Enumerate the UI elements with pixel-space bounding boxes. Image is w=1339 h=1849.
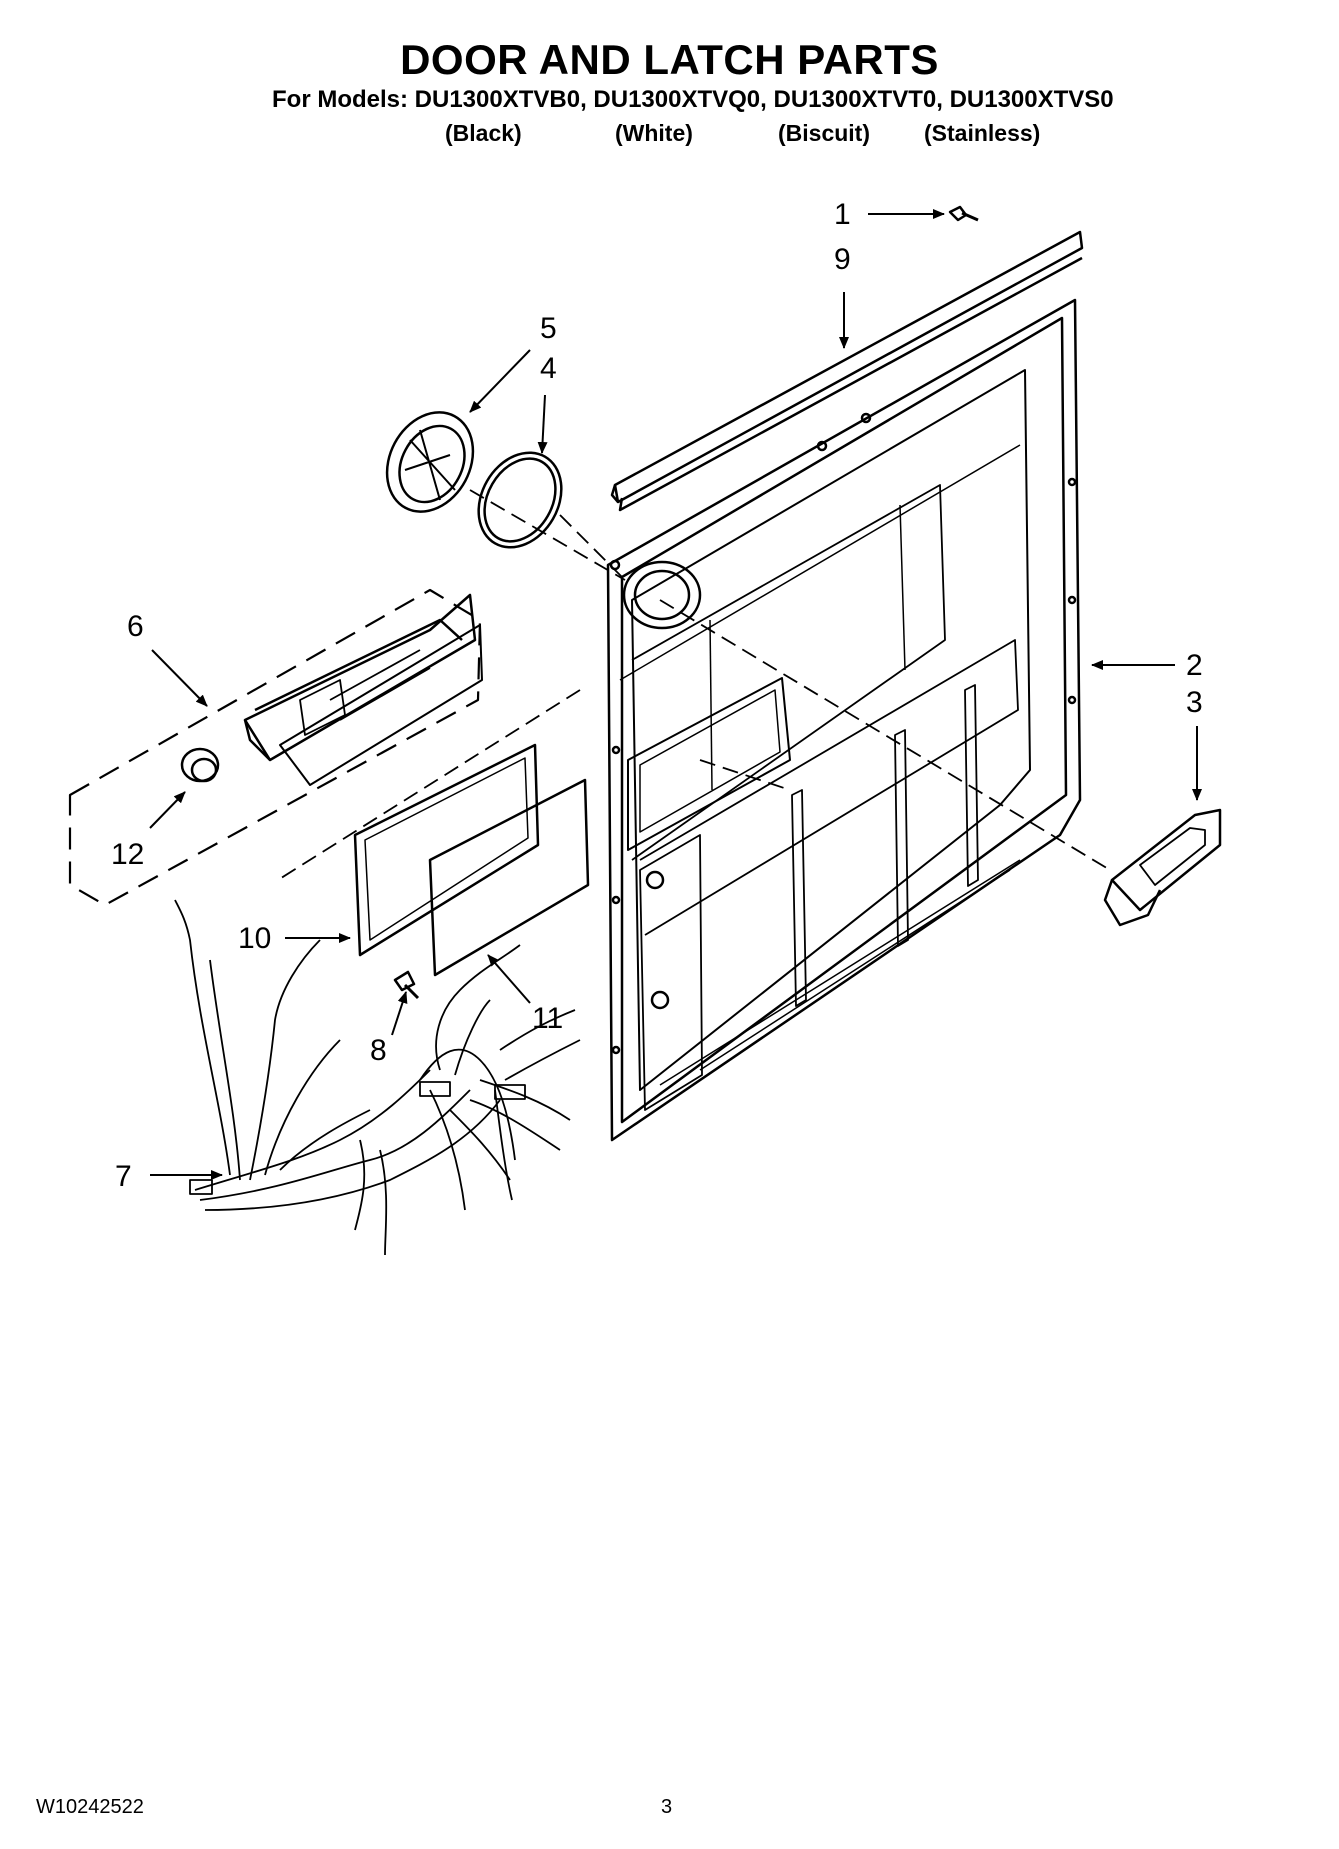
callout-3: 3 <box>1186 686 1203 719</box>
page-number: 3 <box>661 1796 673 1818</box>
assembly-leader-lines <box>277 489 1111 881</box>
callout-11: 11 <box>532 1002 563 1035</box>
callout-8: 8 <box>370 1034 387 1067</box>
vent-gasket <box>477 451 563 549</box>
document-number: W10242522 <box>36 1796 144 1818</box>
callout-5: 5 <box>540 312 557 345</box>
models-line: For Models: DU1300XTVB0, DU1300XTVQ0, DU… <box>272 86 1114 113</box>
dispenser-dashed-outline <box>68 588 482 907</box>
variant-stainless: (Stainless) <box>924 120 1041 146</box>
door-latch <box>1103 808 1222 927</box>
callout-1: 1 <box>834 198 851 231</box>
vent-cover <box>385 411 475 513</box>
variant-black: (Black) <box>445 120 522 146</box>
callout-10: 10 <box>238 922 271 955</box>
variant-biscuit: (Biscuit) <box>778 120 870 146</box>
callout-6: 6 <box>127 610 144 643</box>
callout-2: 2 <box>1186 649 1203 682</box>
callout-arrows <box>149 209 1202 1180</box>
variant-white: (White) <box>615 120 693 146</box>
callout-4: 4 <box>540 352 557 385</box>
wiring-harness <box>174 899 581 1256</box>
callout-9: 9 <box>834 243 851 276</box>
callout-12: 12 <box>111 838 144 871</box>
page-title: DOOR AND LATCH PARTS <box>400 36 939 83</box>
dispenser-assembly <box>243 593 483 786</box>
screw-part-1 <box>948 205 979 222</box>
shield-panel <box>428 778 590 977</box>
bolt-part-8 <box>393 970 420 1000</box>
inner-door-panel <box>606 298 1082 1142</box>
callout-7: 7 <box>115 1160 132 1193</box>
insulation-panel <box>353 743 540 957</box>
knob-part-12 <box>180 747 220 783</box>
door-top-channel <box>610 230 1084 512</box>
